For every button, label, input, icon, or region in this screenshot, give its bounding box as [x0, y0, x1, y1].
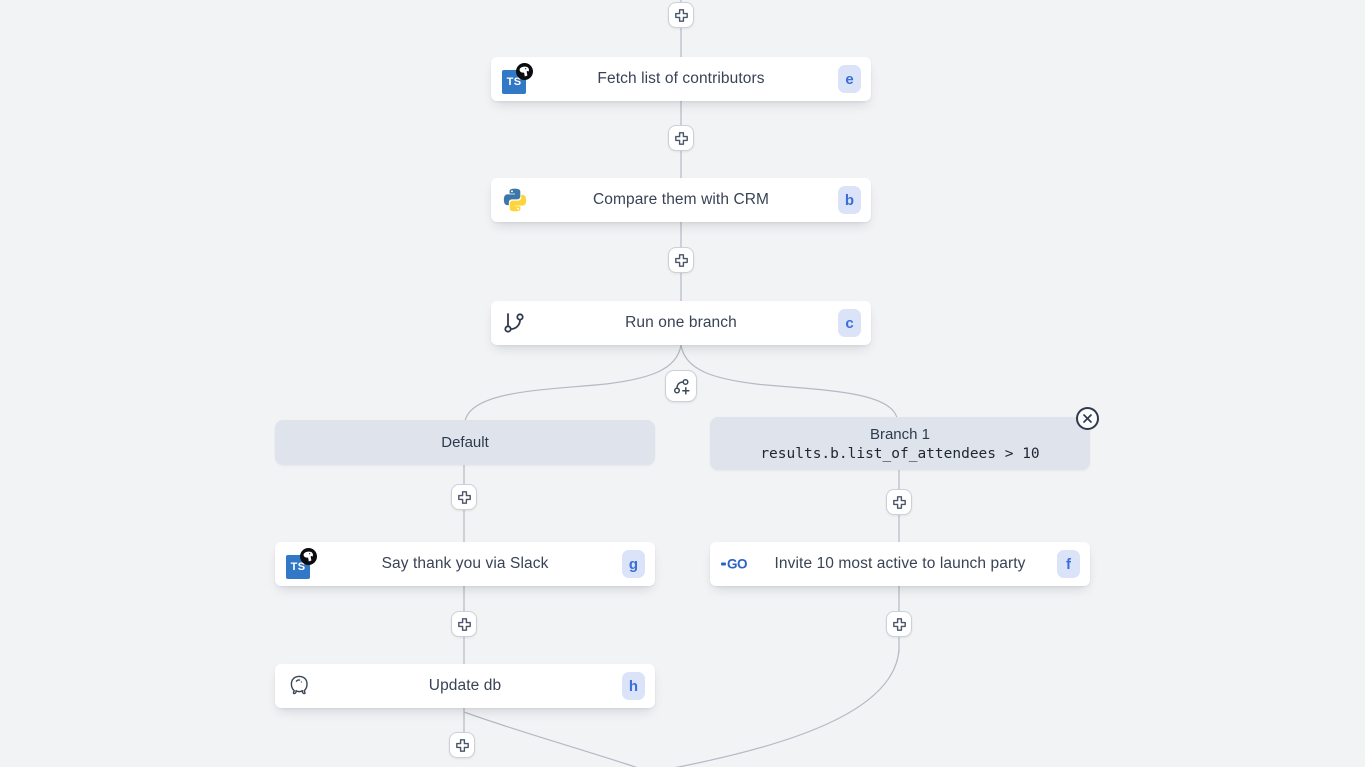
plus-icon: [455, 738, 469, 752]
plus-icon: [457, 617, 471, 631]
typescript-icon: TS: [286, 555, 310, 579]
add-branch-button[interactable]: [665, 370, 697, 402]
git-branch-glyph: [504, 313, 524, 333]
close-icon: [1083, 414, 1092, 423]
go-letters: GO: [727, 556, 748, 572]
flow-step-fetch-contributors[interactable]: TS Fetch list of contributors e: [491, 57, 871, 101]
add-step-button[interactable]: [451, 484, 477, 510]
step-id-badge: e: [838, 65, 861, 93]
plus-icon: [674, 253, 688, 267]
add-step-button[interactable]: [668, 2, 694, 28]
step-id-badge: h: [622, 672, 645, 700]
postgres-elephant-glyph: [290, 675, 308, 695]
deno-typescript-icon: TS: [286, 548, 317, 579]
step-id-badge: b: [838, 186, 861, 214]
step-id-badge: f: [1057, 550, 1080, 578]
flow-step-invite-launch-party[interactable]: GO Invite 10 most active to launch party…: [710, 542, 1090, 586]
branch-plus-icon: [673, 378, 690, 395]
flow-step-update-db[interactable]: Update db h: [275, 664, 655, 708]
plus-icon: [892, 495, 906, 509]
add-step-button[interactable]: [886, 489, 912, 515]
step-id-badge: c: [838, 309, 861, 337]
deno-typescript-icon: TS: [502, 63, 533, 94]
remove-branch-button[interactable]: [1076, 407, 1099, 430]
step-label: Say thank you via Slack: [381, 555, 549, 572]
step-id-badge: g: [622, 550, 645, 578]
git-branch-icon: [502, 311, 526, 335]
flow-step-compare-crm[interactable]: Compare them with CRM b: [491, 178, 871, 222]
deno-icon: [516, 63, 533, 80]
plus-icon: [892, 617, 906, 631]
python-icon: [502, 187, 528, 213]
add-step-button[interactable]: [668, 247, 694, 273]
branch-condition: results.b.list_of_attendees > 10: [760, 445, 1040, 462]
add-step-button[interactable]: [449, 732, 475, 758]
add-step-button[interactable]: [886, 611, 912, 637]
plus-icon: [457, 490, 471, 504]
deno-icon: [300, 548, 317, 565]
branch-label: Default: [441, 434, 489, 451]
branch-header-branch1[interactable]: Branch 1 results.b.list_of_attendees > 1…: [710, 417, 1090, 470]
python-logo: [503, 188, 527, 212]
step-label: Run one branch: [625, 314, 737, 331]
step-label: Invite 10 most active to launch party: [774, 555, 1026, 572]
step-label: Compare them with CRM: [592, 191, 770, 208]
step-label: Update db: [428, 677, 502, 694]
go-icon: GO: [721, 556, 748, 572]
plus-icon: [674, 131, 688, 145]
branch-label: Branch 1: [869, 425, 931, 443]
branch-header-default[interactable]: Default: [275, 420, 655, 465]
plus-icon: [674, 8, 688, 22]
add-step-button[interactable]: [451, 611, 477, 637]
flow-step-run-one-branch[interactable]: Run one branch c: [491, 301, 871, 345]
step-label: Fetch list of contributors: [597, 70, 765, 87]
go-dash: [721, 562, 726, 566]
add-step-button[interactable]: [668, 125, 694, 151]
postgresql-icon: [286, 673, 312, 699]
flow-step-thank-via-slack[interactable]: TS Say thank you via Slack g: [275, 542, 655, 586]
